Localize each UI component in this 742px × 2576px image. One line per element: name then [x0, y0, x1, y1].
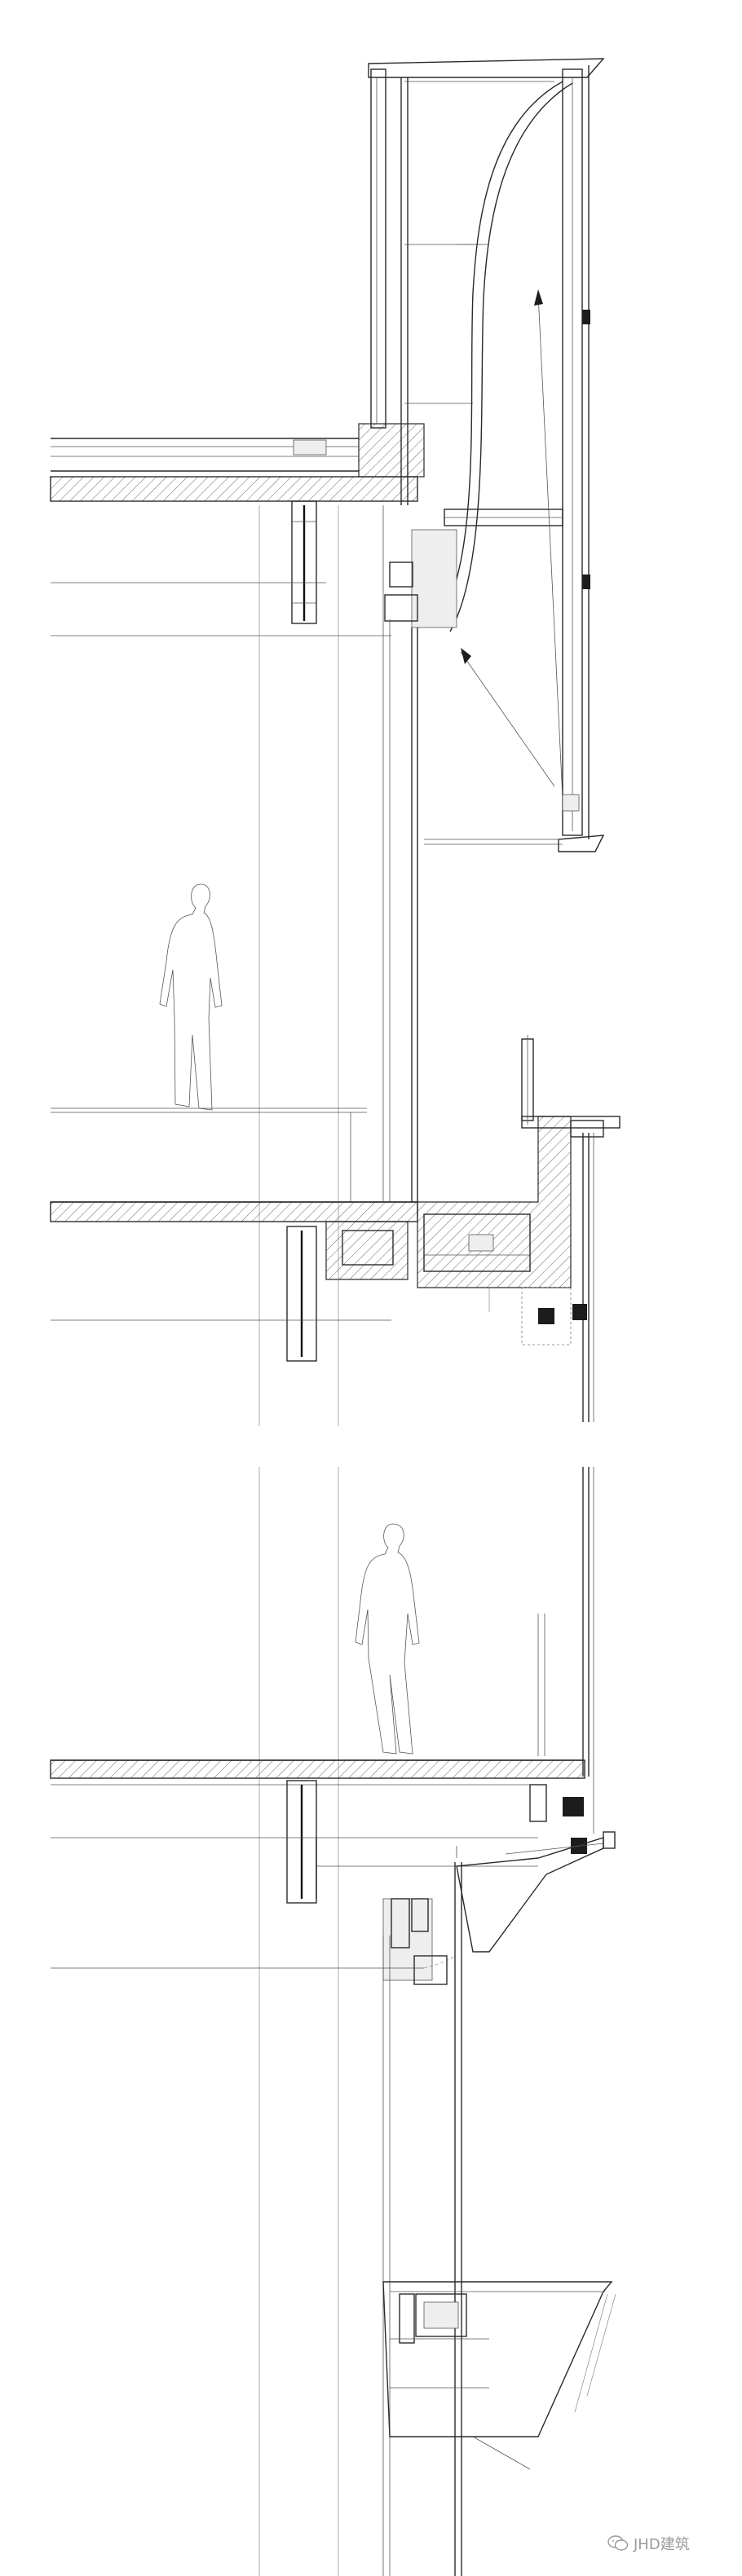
roof-steel-beam	[291, 500, 317, 624]
floor-slab-1	[50, 1107, 572, 1362]
lower-canopy	[382, 2281, 616, 2470]
parapet-and-railing	[521, 1035, 621, 1422]
upper-curtain-wall	[382, 505, 457, 1202]
lower-section	[50, 1467, 616, 2576]
chat-bubble-icon	[607, 2535, 629, 2551]
roof-slab	[50, 423, 425, 502]
watermark-text: JHD建筑	[634, 2536, 690, 2553]
floor-slab-2	[50, 1759, 616, 2086]
upper-section	[50, 58, 621, 1426]
canopy-frame	[368, 58, 605, 852]
watermark: JHD建筑	[607, 2533, 690, 2554]
person-figure-lower	[355, 1523, 420, 1755]
person-figure-upper	[159, 883, 223, 1111]
